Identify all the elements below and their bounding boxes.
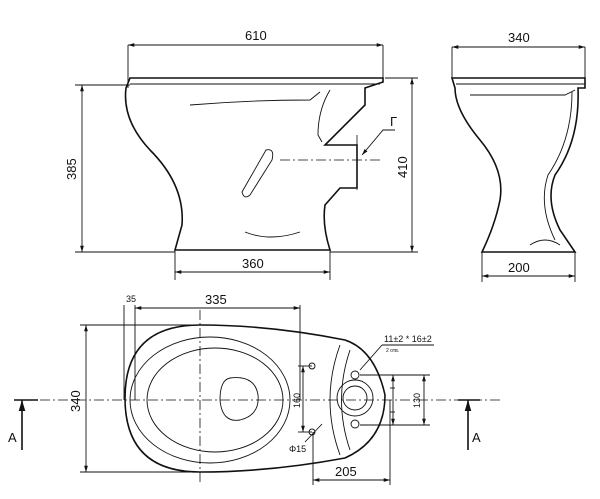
dim-410: 410 — [395, 156, 410, 178]
dim-385: 385 — [64, 158, 79, 180]
section-label-left: A — [8, 430, 17, 445]
top-view: 35 335 340 160 Φ15 11±2 * 16±2 2 отв. 13… — [8, 292, 500, 485]
dim-340-side: 340 — [508, 30, 530, 45]
section-label-right: A — [472, 430, 481, 445]
dim-200: 200 — [508, 260, 530, 275]
dim-160: 160 — [292, 393, 302, 408]
slot-label: 11±2 * 16±2 — [384, 334, 432, 344]
dim-35: 35 — [126, 294, 136, 304]
dim-340-top: 340 — [68, 390, 83, 412]
front-view: Г 610 385 410 360 — [64, 28, 418, 280]
dim-610: 610 — [245, 28, 267, 43]
dim-205: 205 — [335, 464, 357, 479]
dim-130: 130 — [412, 393, 422, 408]
outlet-label: Г — [390, 114, 397, 129]
dim-335: 335 — [205, 292, 227, 307]
side-view: 340 200 — [450, 30, 586, 282]
slot-note: 2 отв. — [386, 348, 399, 354]
dim-phi15: Φ15 — [289, 444, 306, 454]
dim-360: 360 — [242, 256, 264, 271]
